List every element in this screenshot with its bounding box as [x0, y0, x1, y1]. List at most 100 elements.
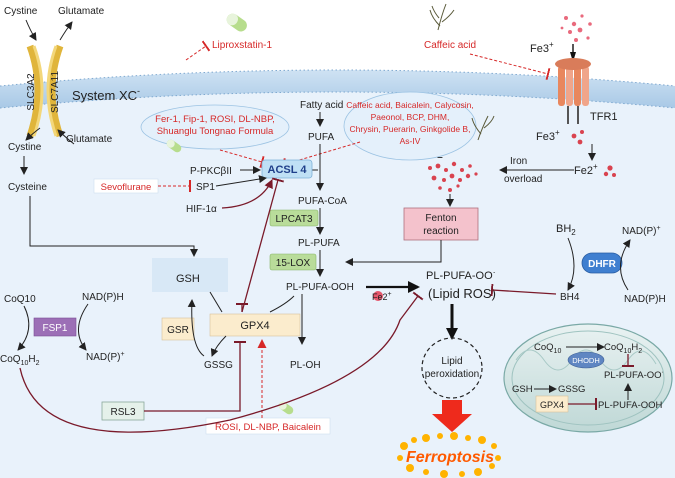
membrane-inner-layer	[0, 91, 675, 109]
arrow-cysteine-gsh	[29, 196, 198, 257]
acsl4-label: ACSL 4	[268, 164, 308, 176]
inhibitor-group-right-line4: As-IV	[400, 136, 421, 146]
cystine-inside-label: Cystine	[8, 142, 42, 153]
arrow-bh2-bh4	[567, 237, 575, 291]
liproxstatin-label: Liproxstatin-1	[212, 40, 272, 51]
coq10h2-label: CoQ10H2	[0, 354, 40, 367]
pl-pufa-label: PL-PUFA	[298, 238, 340, 249]
mitochondrion-inner-membrane	[511, 330, 665, 426]
arrow-coq10-reduction	[17, 305, 30, 351]
ferroptosis-burst-icon	[397, 432, 501, 478]
inhibit-liproxstatin	[185, 40, 211, 61]
membrane-outer-layer	[0, 69, 675, 87]
lox-box	[269, 253, 317, 271]
arrow-nadph-nadp	[78, 303, 89, 351]
iron-overload-label-1: Iron	[510, 156, 527, 167]
fe2-small-label: Fe2+	[372, 291, 392, 302]
rsl3-label: RSL3	[110, 407, 135, 418]
inhibit-left-acsl4	[219, 149, 265, 169]
lpcat3-label: LPCAT3	[275, 214, 312, 225]
mito-pl-pufa-oo-label: PL-PUFA-OO·	[604, 369, 664, 381]
fe2-right-label: Fe2+	[574, 162, 598, 177]
rosi-bottom-label: ROSI, DL-NBP, Baicalein	[215, 422, 321, 433]
arrow-cystine-in	[25, 127, 41, 141]
hif-label: HIF-1α	[186, 204, 217, 215]
fe2-small-particle	[373, 291, 383, 301]
gssg-label: GSSG	[204, 360, 233, 371]
slc3a2-label: SLC3A2	[26, 73, 37, 111]
lipid-ros-label: (Lipid ROS)	[428, 286, 496, 301]
nadp-dhfr-label: NAD(P)+	[622, 225, 661, 237]
pl-pufa-oo-label: PL-PUFA-OO·	[426, 267, 496, 282]
system-xc-label: System XC-	[72, 86, 140, 103]
ferroptosis-label: Ferroptosis	[406, 449, 494, 466]
gpx4-to-ooh-connector	[269, 295, 295, 313]
arrow-glutamate-export	[59, 21, 73, 41]
nadp-fsp1-label: NAD(P)+	[86, 351, 125, 363]
gsr-label: GSR	[167, 325, 189, 336]
inhibitor-group-left-line2: Shuanglu Tongnao Formula	[157, 126, 274, 137]
inhibitor-group-right-line2: Paeonol, BCP, DHM,	[371, 112, 450, 122]
fe3-mid-particles	[571, 130, 584, 145]
arrow-ferroptosis	[432, 400, 472, 432]
system-xc-transporter	[26, 44, 64, 138]
mito-pl-pufa-ooh-label: PL-PUFA-OOH	[598, 400, 663, 411]
mito-coq10h2-label: CoQ10H2	[604, 342, 642, 355]
tfr1-label: TFR1	[590, 111, 618, 123]
pl-pufa-ooh-label: PL-PUFA-OOH	[286, 282, 354, 293]
dhfr-box	[581, 252, 623, 274]
sp1-label: SP1	[196, 182, 215, 193]
acsl4-box	[261, 159, 313, 179]
lipid-peroxidation-circle	[421, 337, 483, 399]
gpx4-box	[209, 313, 301, 337]
arrow-gpx4-gssg	[210, 335, 227, 357]
mito-gsh-label: GSH	[512, 384, 533, 395]
pufa-coa-label: PUFA-CoA	[298, 196, 347, 207]
inhibitor-group-right-ellipse	[343, 91, 477, 161]
capsule-icon-left	[166, 139, 182, 153]
mito-gssg-label: GSSG	[558, 384, 585, 395]
dhodh-label: DHODH	[572, 356, 600, 365]
arrow-sp1-acsl4	[215, 175, 267, 187]
fsp1-label: FSP1	[42, 323, 67, 334]
fe3-entry-arrow	[570, 52, 576, 62]
cell-membrane	[0, 70, 675, 108]
slc7a11-label: SLC7A11	[50, 71, 61, 114]
arrow-glutamate-in	[57, 129, 75, 145]
glutamate-inside-label: Glutamate	[66, 134, 113, 145]
ppkc-label: P-PKCβII	[190, 166, 232, 177]
inhibitor-group-right-line1: Caffeic acid, Baicalein, Calycosin,	[346, 100, 473, 110]
iron-overload-label-2: overload	[504, 174, 542, 185]
glutamate-outside-label: Glutamate	[58, 6, 105, 17]
fenton-label-2: reaction	[423, 226, 459, 237]
inhibit-right-acsl4	[283, 141, 361, 171]
sevoflurane-label: Sevoflurane	[101, 182, 152, 193]
fenton-label-1: Fenton	[425, 213, 456, 224]
inhibit-caffeic-tfr1	[469, 53, 551, 81]
cystine-outside-label: Cystine	[4, 6, 38, 17]
inhibitor-group-right-line3: Chrysin, Puerarin, Ginkgolide B,	[350, 124, 471, 134]
arrow-nadph-nadp-dhfr	[620, 239, 631, 291]
fatty-acid-label: Fatty acid	[300, 100, 343, 111]
mitochondrion-cristae	[515, 349, 657, 371]
fe2-right-particles	[603, 165, 616, 177]
inhibit-gpx4-acsl4	[241, 177, 285, 313]
inhibit-rsl3-gpx4	[144, 341, 246, 412]
bh2-label: BH2	[556, 223, 576, 237]
plant-herb-icon-right	[471, 115, 495, 141]
inhibit-coq10h2-lipid-ros	[19, 291, 424, 433]
gsh-label: GSH	[176, 273, 200, 285]
liproxstatin-capsule-icon	[226, 13, 247, 32]
coq10-label: CoQ10	[4, 294, 36, 305]
lipid-peroxidation-label-2: peroxidation	[425, 369, 479, 380]
gsr-box	[161, 317, 195, 341]
arrow-gssg-gsh	[187, 299, 205, 357]
pl-oh-label: PL-OH	[290, 360, 321, 371]
mito-gpx4-label: GPX4	[540, 400, 564, 410]
fe3-particles-top	[560, 14, 592, 42]
tfr1-receptor	[555, 58, 591, 124]
nadph-dhfr-label: NAD(P)H	[624, 294, 666, 305]
nadph-fsp1-label: NAD(P)H	[82, 292, 124, 303]
